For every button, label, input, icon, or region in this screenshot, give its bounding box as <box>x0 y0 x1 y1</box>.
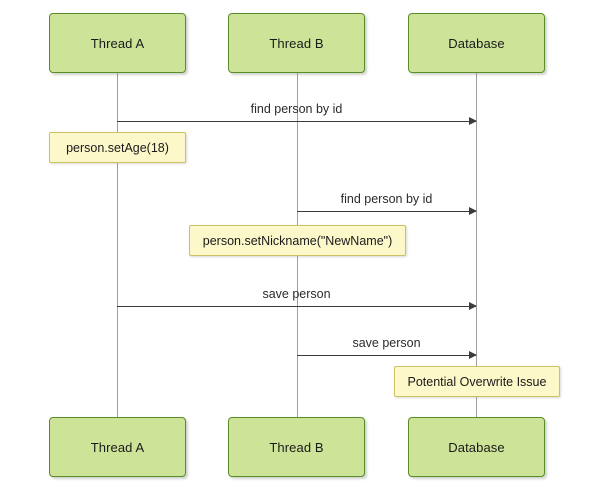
message-line <box>117 306 476 307</box>
participant-thread-a-top[interactable]: Thread A <box>49 13 186 73</box>
note-person-set-nickname[interactable]: person.setNickname("NewName") <box>189 225 406 256</box>
message-find-person-by-id-a[interactable]: find person by id <box>117 102 477 125</box>
note-label: person.setAge(18) <box>66 140 169 155</box>
message-save-person-b[interactable]: save person <box>297 336 477 359</box>
message-save-person-a[interactable]: save person <box>117 287 477 310</box>
participant-label: Thread B <box>269 35 324 51</box>
participant-label: Database <box>448 439 505 455</box>
message-label: find person by id <box>340 192 433 206</box>
message-label: save person <box>262 287 331 301</box>
message-find-person-by-id-b[interactable]: find person by id <box>297 192 477 215</box>
participant-label: Thread A <box>90 35 145 51</box>
message-label: save person <box>352 336 421 350</box>
message-label: find person by id <box>250 102 343 116</box>
participant-database-top[interactable]: Database <box>408 13 545 73</box>
message-line <box>297 355 476 356</box>
participant-label: Thread B <box>269 439 324 455</box>
arrow-head-icon <box>469 207 477 215</box>
lifeline-thread-a <box>117 73 118 417</box>
note-person-set-age[interactable]: person.setAge(18) <box>49 132 186 163</box>
note-label: person.setNickname("NewName") <box>202 233 393 248</box>
message-line <box>297 211 476 212</box>
note-label: Potential Overwrite Issue <box>407 374 547 389</box>
participant-label: Thread A <box>90 439 145 455</box>
arrow-head-icon <box>469 351 477 359</box>
participant-thread-b-bottom[interactable]: Thread B <box>228 417 365 477</box>
note-potential-overwrite-issue[interactable]: Potential Overwrite Issue <box>394 366 560 397</box>
arrow-head-icon <box>469 302 477 310</box>
arrow-head-icon <box>469 117 477 125</box>
participant-database-bottom[interactable]: Database <box>408 417 545 477</box>
participant-label: Database <box>448 35 505 51</box>
participant-thread-a-bottom[interactable]: Thread A <box>49 417 186 477</box>
message-line <box>117 121 476 122</box>
lifeline-database <box>476 73 477 417</box>
participant-thread-b-top[interactable]: Thread B <box>228 13 365 73</box>
